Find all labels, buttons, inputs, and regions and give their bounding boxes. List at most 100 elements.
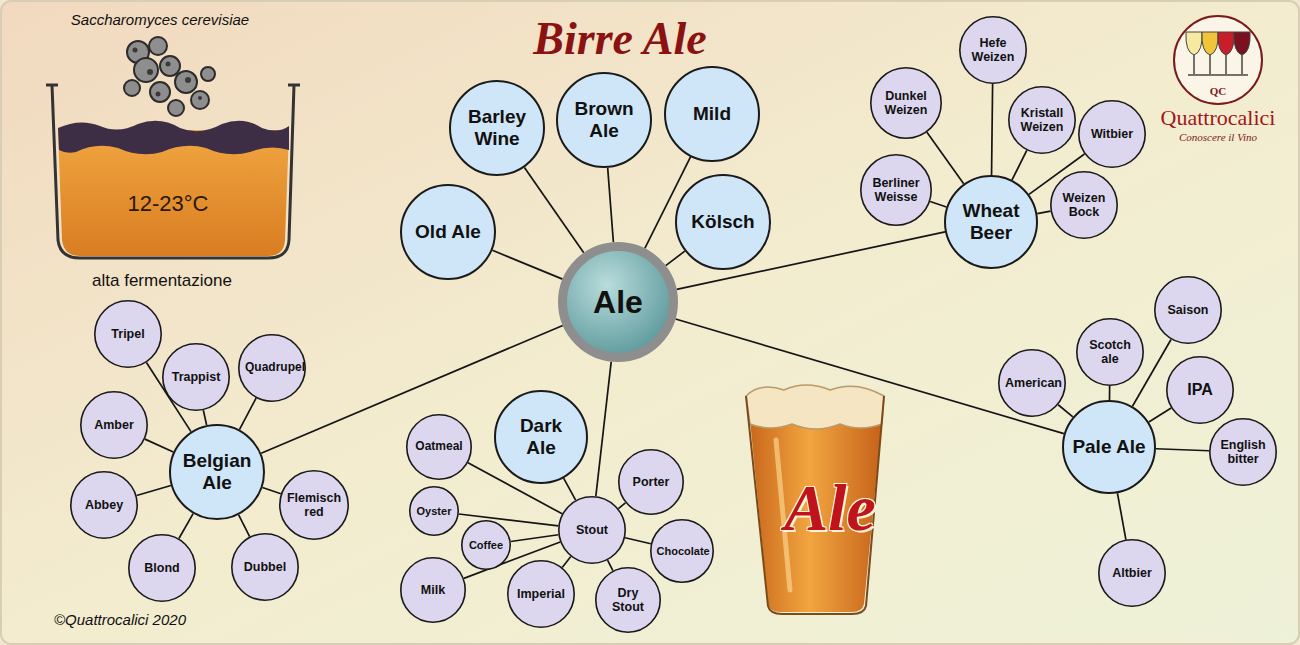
connector-line — [992, 84, 993, 175]
style-circle: Flemisch red — [279, 470, 349, 540]
connector-line — [492, 250, 562, 279]
label-holder: ©Quattrocalici 2020 — [54, 611, 186, 629]
circle-shape — [232, 534, 298, 600]
style-circle: Altbier — [1098, 539, 1166, 607]
central-circle: Ale — [558, 242, 678, 362]
style-circle: Chocolate — [650, 519, 714, 583]
connector-line — [1037, 211, 1050, 213]
category-circle: Wheat Beer — [944, 175, 1038, 269]
style-circle: Saison — [1154, 276, 1222, 344]
circle-shape — [1077, 319, 1143, 385]
text-holder: Kölsch — [675, 174, 771, 270]
node-label: Dry Stout — [602, 586, 655, 615]
connector-line — [1012, 150, 1027, 180]
connector-line — [239, 515, 250, 537]
text-holder: Barley Wine — [449, 80, 545, 176]
circle-shape — [71, 472, 137, 538]
style-circle: Hefe Weizen — [959, 16, 1027, 84]
connector-line — [608, 168, 614, 242]
connector-line — [564, 478, 576, 500]
style-circle: Oatmeal — [406, 414, 472, 480]
label-holder: Saccharomyces cerevisiae — [71, 11, 249, 29]
style-circle: Dubbel — [231, 533, 299, 601]
logo-mark — [1174, 16, 1262, 104]
connector-line — [1109, 386, 1111, 400]
node-label: Trappist — [172, 370, 221, 384]
circle-shape — [401, 185, 495, 279]
text-holder: Oyster — [409, 486, 459, 536]
text-holder: Scotch ale — [1076, 318, 1144, 386]
logo-tagline: Conoscere il Vino — [1179, 131, 1257, 143]
circle-shape — [1009, 87, 1075, 153]
style-circle: Milk — [400, 557, 466, 623]
text-holder: Blond — [128, 534, 196, 602]
circle-shape — [676, 175, 770, 269]
circle-shape — [1167, 357, 1233, 423]
node-label: Witbier — [1091, 127, 1133, 141]
connector-line — [137, 485, 171, 495]
category-circle: Old Ale — [400, 184, 496, 280]
connector-line — [596, 362, 611, 497]
circle-shape — [1099, 540, 1165, 606]
text-holder: Berliner Weisse — [860, 154, 932, 226]
circle-shape — [563, 247, 674, 358]
circle-shape — [559, 497, 625, 563]
text-holder: Chocolate — [650, 519, 714, 583]
text-holder: Imperial — [507, 560, 575, 628]
connector-line — [1117, 493, 1125, 539]
style-circle: Scotch ale — [1076, 318, 1144, 386]
text-holder: Flemisch red — [279, 470, 349, 540]
text-holder: Altbier — [1098, 539, 1166, 607]
style-circle: Witbier — [1078, 100, 1146, 168]
connector-line — [262, 487, 280, 493]
text-holder: Wheat Beer — [944, 175, 1038, 269]
node-label: Chocolate — [657, 545, 708, 558]
connector-line — [1156, 449, 1209, 451]
glass-script-label: Ale — [784, 471, 876, 544]
style-circle: Abbey — [70, 471, 138, 539]
circle-shape — [1210, 419, 1276, 485]
fermentation-label: alta fermentazione — [92, 271, 232, 290]
beer-glass — [746, 385, 884, 614]
label-holder: Conoscere il Vino — [1179, 127, 1257, 145]
label-holder: Ale — [784, 470, 876, 546]
text-holder: Kristall Weizen — [1008, 86, 1076, 154]
node-label: Berliner Weisse — [867, 176, 925, 205]
node-label: Tripel — [111, 327, 144, 341]
circle-shape — [129, 535, 195, 601]
text-holder: Porter — [618, 449, 684, 515]
node-label: Altbier — [1112, 566, 1152, 580]
text-holder: Dry Stout — [595, 567, 661, 633]
text-holder: Hefe Weizen — [959, 16, 1027, 84]
text-holder: Amber — [80, 391, 148, 459]
text-holder: Saison — [1154, 276, 1222, 344]
logo-name: Quattrocalici — [1161, 105, 1276, 130]
circle-shape — [596, 568, 660, 632]
circle-shape — [871, 68, 941, 138]
species-label: Saccharomyces cerevisiae — [71, 11, 249, 28]
text-holder: Milk — [400, 557, 466, 623]
style-circle: Dry Stout — [595, 567, 661, 633]
text-holder: IPA — [1166, 356, 1234, 424]
logo-initials: QC — [1210, 85, 1227, 97]
node-label: Kristall Weizen — [1015, 106, 1069, 135]
text-holder: English bitter — [1209, 418, 1277, 486]
node-label: Blond — [144, 561, 179, 575]
node-label: Scotch ale — [1083, 338, 1137, 367]
node-label: Brown Ale — [566, 98, 643, 142]
circle-shape — [407, 415, 471, 479]
node-label: Wheat Beer — [954, 200, 1029, 244]
copyright-note: ©Quattrocalici 2020 — [54, 611, 186, 628]
style-circle: Weizen Bock — [1050, 171, 1118, 239]
text-holder: American — [998, 349, 1066, 417]
label-holder: alta fermentazione — [92, 271, 232, 291]
circle-shape — [239, 335, 305, 401]
style-circle: English bitter — [1209, 418, 1277, 486]
diagram-title: Birre Ale — [533, 13, 706, 64]
category-circle: Kölsch — [675, 174, 771, 270]
node-label: Milk — [421, 583, 445, 597]
circle-shape — [665, 67, 759, 161]
text-holder: Mild — [664, 66, 760, 162]
